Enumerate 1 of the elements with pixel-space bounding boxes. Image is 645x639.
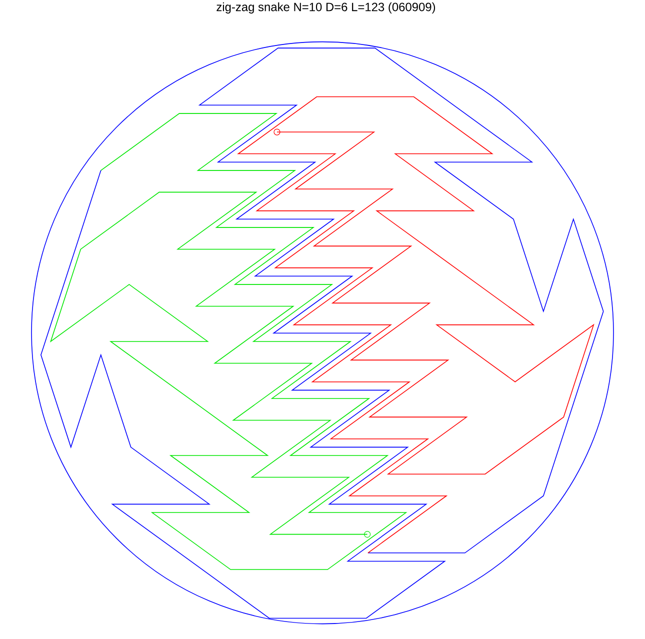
title: zig-zag snake N=10 D=6 L=123 (060909) <box>216 2 436 14</box>
